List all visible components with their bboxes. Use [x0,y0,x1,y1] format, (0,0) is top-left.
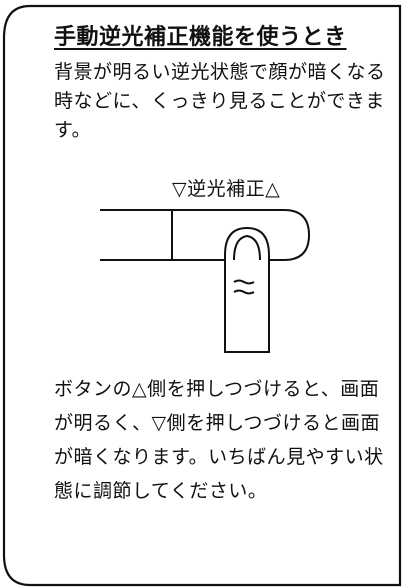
finger-icon [224,226,270,353]
intro-text: 背景が明るい逆光状態で顔が暗くなる時などに、くっきり見ることができます。 [54,61,386,141]
instruction-text: ボタンの△側を押しつづけると、画面が明るく、▽側を押しつづけると画面が暗くなりま… [54,378,384,502]
section-title: 手動逆光補正機能を使うとき [54,25,347,50]
backlight-button-icon [100,209,311,261]
backlight-button-caption: ▽逆光補正△ [172,178,281,200]
